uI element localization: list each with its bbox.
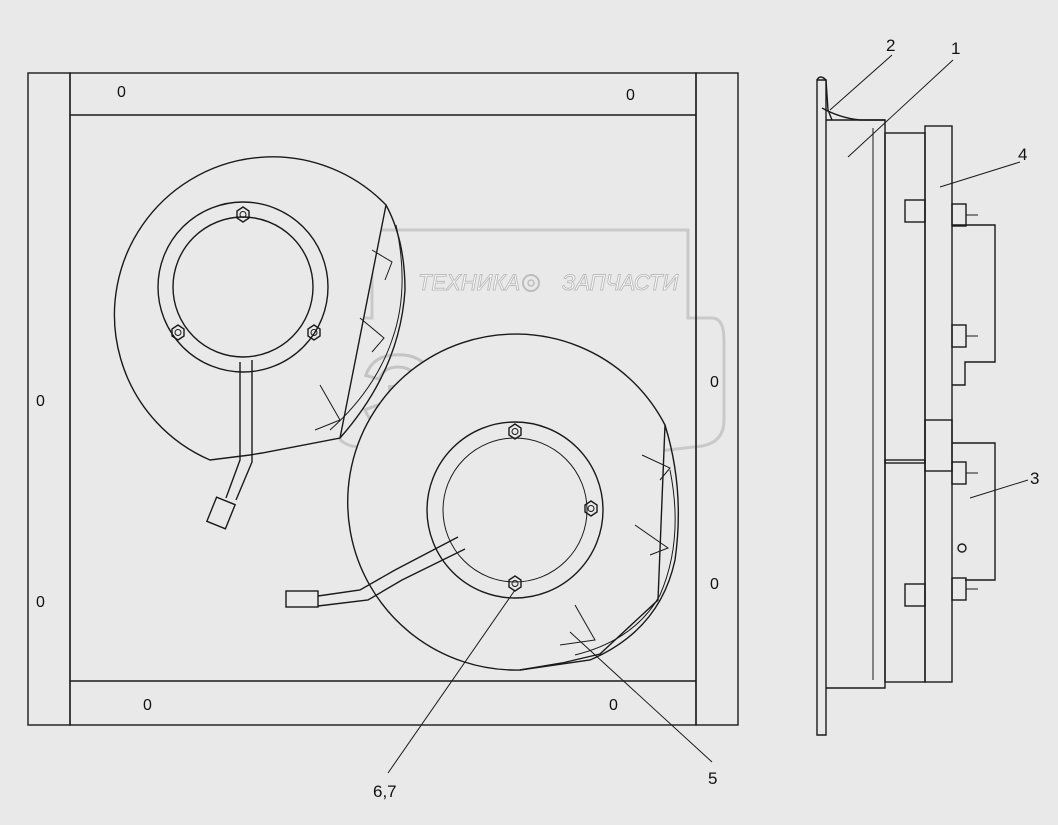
hole-mark: 0	[117, 84, 126, 101]
upper-fan-blade	[371, 249, 393, 281]
upper-fan-blade	[314, 384, 341, 431]
lower-fan-blade	[559, 604, 596, 646]
leader-line-5	[569, 631, 713, 763]
lower-fan	[285, 333, 680, 671]
callout-67: 6,7	[373, 782, 397, 801]
side-upper-nut	[951, 203, 967, 227]
callout-4: 4	[1018, 145, 1027, 164]
lower-fan-scroll	[519, 424, 680, 671]
leader-lines	[387, 54, 1029, 774]
lower-fan-blade	[641, 454, 671, 481]
upper-bolt-top	[236, 206, 250, 223]
front-view: 0 0 0 0 0 0 0 0	[27, 72, 739, 726]
side-lower-nut	[951, 577, 967, 601]
side-view	[816, 76, 996, 736]
upper-bolt-right	[307, 324, 321, 341]
lower-fan-connector	[285, 590, 319, 608]
side-lower-motor-plate	[924, 419, 953, 683]
side-lower-nut	[951, 461, 967, 485]
upper-fan-blade	[359, 317, 385, 353]
upper-fan-cable	[225, 362, 241, 499]
side-upper-connector-box	[952, 224, 996, 386]
mounting-plate	[69, 72, 697, 726]
callout-1: 1	[951, 39, 960, 58]
upper-motor-opening	[172, 216, 314, 358]
hole-mark: 0	[710, 374, 719, 391]
left-flange	[27, 72, 71, 726]
callout-2: 2	[886, 36, 895, 55]
side-lower-grommet	[957, 543, 967, 553]
hole-mark: 0	[609, 697, 618, 714]
upper-fan-connector	[205, 496, 237, 530]
watermark-text-zapchasti: ЗАПЧАСТИ	[562, 270, 678, 295]
lower-fan-scroll-inner	[574, 469, 676, 656]
lower-fan-cable	[317, 548, 466, 607]
side-upper-stud	[904, 199, 926, 223]
side-plate-edge	[816, 79, 827, 736]
side-lower-stud	[904, 583, 926, 607]
upper-fan-scroll-inner	[329, 224, 403, 431]
hole-mark: 0	[710, 576, 719, 593]
side-lower-motor-body	[884, 459, 926, 683]
leader-line-67	[387, 589, 516, 774]
leader-line-4	[939, 161, 1021, 188]
callout-5: 5	[708, 769, 717, 788]
upper-fan-cable	[235, 360, 253, 501]
side-upper-nut	[951, 324, 967, 348]
hole-mark: 0	[626, 87, 635, 104]
lower-fan-blade	[634, 524, 670, 556]
side-housing	[826, 119, 886, 689]
lower-motor-flange	[426, 421, 604, 599]
callout-3: 3	[1030, 469, 1039, 488]
hole-mark: 0	[143, 697, 152, 714]
lower-bolt-right	[584, 500, 598, 517]
lower-motor-opening	[442, 437, 588, 583]
side-upper-motor-body	[884, 132, 926, 464]
side-plate-top-lip	[816, 76, 833, 121]
watermark-text-tehnika: ТЕХНИКА	[418, 270, 520, 295]
upper-fan	[113, 156, 406, 530]
watermark-gear-icon	[522, 274, 540, 292]
side-upper-motor-plate	[924, 125, 953, 472]
leader-line-3	[969, 479, 1029, 499]
hole-mark: 0	[36, 594, 45, 611]
side-lower-connector-box	[952, 442, 996, 581]
leader-line-2	[829, 54, 893, 111]
upper-bolt-left	[171, 324, 185, 341]
lower-bolt-top	[508, 423, 522, 440]
lower-bolt-bottom	[508, 575, 522, 592]
leader-line-1	[847, 59, 954, 158]
hole-mark: 0	[36, 393, 45, 410]
lower-fan-cable	[317, 536, 459, 597]
right-flange	[695, 72, 739, 726]
callouts: 1 2 4 3 5 6,7	[373, 36, 1039, 801]
